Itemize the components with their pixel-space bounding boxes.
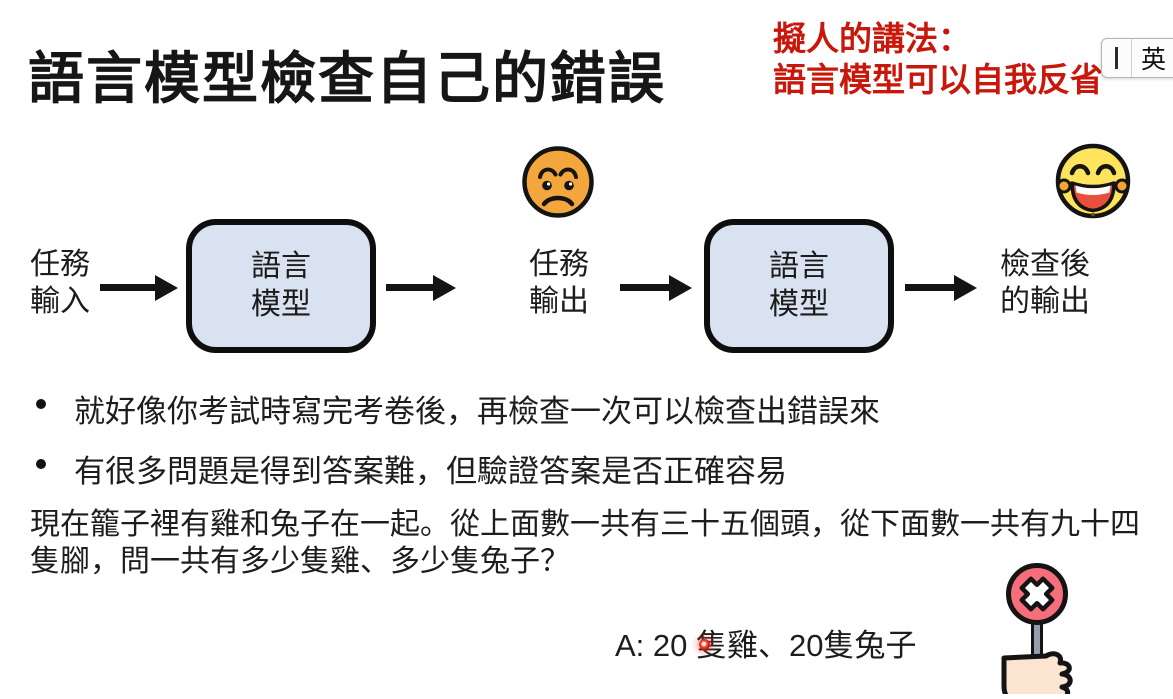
annotation-line-1: 擬人的講法： xyxy=(773,20,971,57)
task-input-line1: 任務 xyxy=(30,248,90,281)
diagram-label-task-input: 任務 輸入 xyxy=(22,246,98,320)
checked-output-line2: 的輸出 xyxy=(1000,285,1090,318)
flow-arrow-3 xyxy=(620,284,670,291)
checked-output-line1: 檢查後 xyxy=(1000,248,1090,281)
flow-arrow-1 xyxy=(100,284,156,291)
bullet-dot-icon xyxy=(36,399,46,409)
language-model-box-2: 語言 模型 xyxy=(704,219,894,353)
language-model-box-1: 語言 模型 xyxy=(186,219,376,353)
bullet-item-2: 有很多問題是得到答案難，但驗證答案是否正確容易 xyxy=(36,446,787,491)
laser-pointer-dot xyxy=(699,639,710,650)
bullet-dot-icon xyxy=(36,459,46,469)
bullet-text-2: 有很多問題是得到答案難，但驗證答案是否正確容易 xyxy=(74,454,787,489)
page-title: 語言模型檢查自己的錯誤 xyxy=(28,47,666,110)
annotation-line-2: 語言模型可以自我反省 xyxy=(773,61,1103,98)
flow-arrow-4 xyxy=(905,284,955,291)
task-output-line2: 輸出 xyxy=(529,285,589,318)
flow-arrow-2 xyxy=(386,284,434,291)
question-paragraph: 現在籠子裡有雞和兔子在一起。從上面數一共有三十五個頭，從下面數一共有九十四隻腳，… xyxy=(30,508,1140,578)
divider xyxy=(1131,39,1132,77)
model2-line2: 模型 xyxy=(769,288,829,321)
annotation-red-note: 擬人的講法： 語言模型可以自我反省 xyxy=(773,18,1103,100)
model1-line1: 語言 xyxy=(251,250,311,283)
task-output-line1: 任務 xyxy=(529,248,589,281)
ime-lang-label[interactable]: 英 xyxy=(1141,46,1167,74)
diagram-label-checked-output: 檢查後 的輸出 xyxy=(994,246,1096,320)
bullet-item-1: 就好像你考試時寫完考卷後，再檢查一次可以檢查出錯誤來 xyxy=(36,386,880,431)
stop-sign-hand-icon xyxy=(996,560,1086,699)
model2-line1: 語言 xyxy=(769,250,829,283)
ime-language-indicator[interactable]: 英 xyxy=(1101,38,1173,78)
answer-text: A: 20 隻雞、20隻兔子 xyxy=(615,628,917,663)
diagram-label-task-output: 任務 輸出 xyxy=(520,246,598,320)
model1-line2: 模型 xyxy=(251,288,311,321)
text-cursor-icon xyxy=(1115,47,1118,69)
worried-face-icon xyxy=(520,144,596,225)
task-input-line2: 輸入 xyxy=(30,285,90,318)
bullet-text-1: 就好像你考試時寫完考卷後，再檢查一次可以檢查出錯誤來 xyxy=(74,394,880,429)
laughing-face-icon xyxy=(1052,140,1134,227)
